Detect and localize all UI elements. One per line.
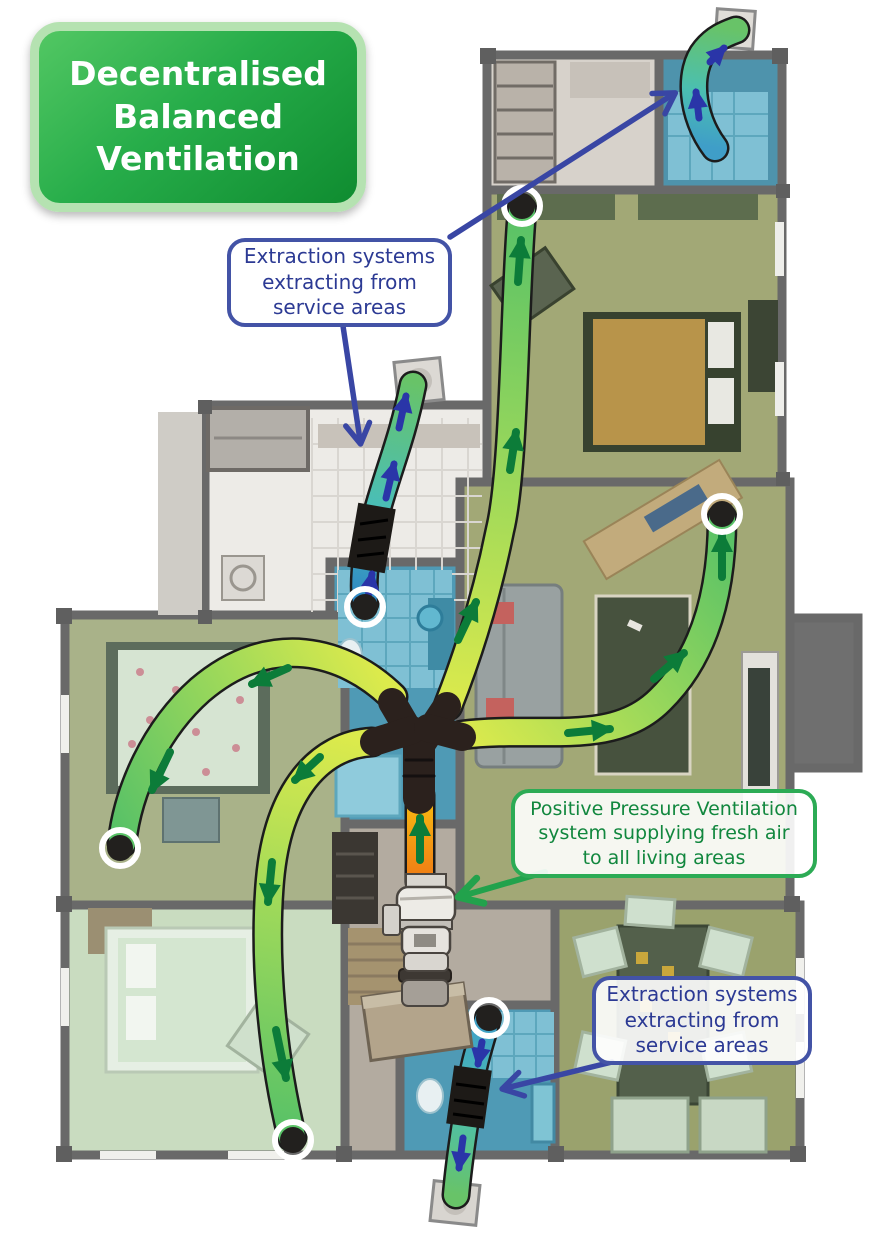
airflow-arrow-green: [650, 649, 688, 683]
window: [61, 695, 69, 753]
airflow-arrow-green: [508, 236, 531, 286]
extract-airflow-arrows: [359, 44, 728, 1172]
airflow-arrow-green: [454, 598, 480, 644]
storage-shelves: [493, 60, 557, 184]
window: [61, 968, 69, 1026]
supply-duct-living: [449, 505, 735, 748]
bedroom-top-rug2: [638, 194, 758, 220]
storage-cabinet: [570, 62, 650, 98]
callout-text-line: to all living areas: [582, 846, 746, 869]
window: [775, 222, 784, 276]
airflow-arrow-blue: [471, 1038, 491, 1068]
airflow-arrow-green: [258, 858, 281, 906]
callout-text-line: extracting from: [624, 1007, 780, 1032]
window: [796, 1042, 804, 1098]
callout-text-line: Positive Pressure Ventilation: [530, 798, 798, 821]
pillow: [708, 322, 734, 368]
supply-diffuser: [99, 827, 141, 869]
pillow: [708, 378, 734, 424]
callout-extraction-top: Extraction systems extracting from servi…: [227, 238, 452, 327]
callout-text-line: system supplying fresh air: [538, 822, 790, 845]
distribution-manifold: [360, 688, 476, 814]
title-line: Decentralised: [69, 53, 327, 93]
airflow-arrow-green: [502, 428, 525, 474]
unit-upper-body: [395, 885, 457, 925]
patio-door: [610, 1096, 690, 1154]
window: [228, 1151, 284, 1159]
unit-lower-drum: [403, 952, 449, 972]
airflow-arrow-green: [271, 1026, 294, 1082]
airflow-arrow-blue: [392, 392, 413, 432]
coffee-table: [594, 594, 692, 776]
title-badge: Decentralised Balanced Ventilation: [30, 22, 366, 212]
pillow: [126, 944, 156, 988]
washer: [221, 555, 265, 601]
callout-positive-pressure: Positive Pressure Ventilation system sup…: [511, 789, 817, 878]
bookcase: [332, 832, 378, 924]
patio-door: [698, 1096, 768, 1154]
callout-text-line: extracting from: [262, 269, 417, 294]
unit-label: [414, 934, 436, 947]
air-outlets: [99, 185, 743, 1161]
tv-screen: [748, 668, 770, 786]
airflow-arrow-green: [248, 664, 292, 688]
unit-base-drum: [401, 979, 449, 1007]
airflow-arrow-blue: [451, 1134, 472, 1172]
title-line: Ventilation: [96, 139, 300, 179]
supply-duct-left-bedroom: [109, 639, 406, 856]
supply-diffuser: [272, 1119, 314, 1161]
title-line: Balanced: [112, 96, 284, 136]
porch: [158, 412, 202, 615]
callout-text-line: service areas: [272, 295, 407, 320]
sink: [416, 604, 444, 632]
airflow-arrow-green: [148, 748, 174, 794]
window: [100, 1151, 156, 1159]
shower: [334, 754, 402, 818]
leader-extraction-bottom: [499, 1059, 615, 1099]
airflow-arrow-green: [564, 719, 614, 742]
extract-grille: [468, 997, 510, 1039]
airflow-arrow-blue: [380, 460, 401, 502]
wardrobe-top: [748, 300, 778, 392]
window: [775, 362, 784, 416]
toilet: [416, 1078, 444, 1114]
airflow-arrow-green: [291, 753, 324, 784]
unit-side-box: [382, 904, 401, 936]
callout-text-line: service areas: [635, 1033, 769, 1058]
ppv-fan-unit: [360, 873, 474, 1063]
leader-extraction-top-a: [447, 90, 679, 240]
extract-grille: [344, 586, 386, 628]
airflow-arrow-blue: [359, 570, 380, 602]
sofa-pillow: [486, 698, 514, 720]
airflow-arrow-blue: [687, 88, 708, 122]
callout-extraction-bottom: Extraction systems extracting from servi…: [592, 976, 812, 1065]
chimney: [785, 613, 863, 773]
bath-vanity: [530, 1082, 556, 1144]
nightstand: [162, 797, 220, 843]
pillow: [126, 996, 156, 1040]
bed-top-mattress: [593, 319, 705, 445]
supply-duct-top-bedroom: [435, 197, 535, 719]
airflow-arrow-blue: [705, 44, 728, 67]
supply-diffuser: [701, 493, 743, 535]
supply-airflow-arrows: [148, 236, 733, 1082]
callout-text-line: Extraction systems: [243, 244, 436, 269]
wall-pillars: [56, 48, 806, 1162]
leader-extraction-top-b: [340, 323, 373, 447]
inline-fans: [347, 502, 492, 1129]
callout-text-line: Extraction systems: [606, 982, 798, 1007]
